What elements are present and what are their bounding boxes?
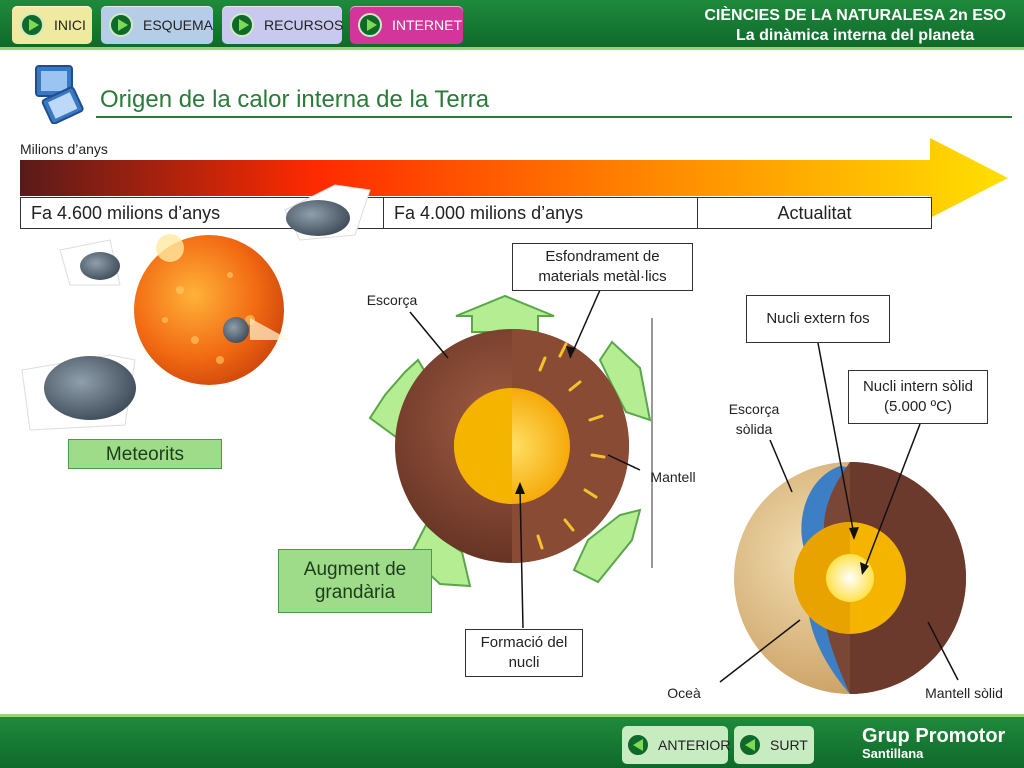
title-divider	[96, 116, 1012, 118]
augment-label: Augment de grandària	[278, 549, 432, 613]
back-arrow-icon	[626, 733, 650, 757]
timeline-unit-label: Milions d’anys	[20, 141, 108, 157]
surt-button[interactable]: SURT	[734, 726, 814, 764]
header-title: CIÈNCIES DE LA NATURALESA 2n ESO La dinà…	[704, 6, 1006, 46]
meteorite	[21, 354, 136, 431]
mantell-solid-label: Mantell sòlid	[925, 685, 1003, 701]
footer-bar: ANTERIOR SURT Grup Promotor Santillana	[0, 714, 1024, 768]
meteorite	[284, 184, 371, 241]
mantell-label: Mantell	[650, 469, 696, 485]
early-earth-illustration	[21, 184, 371, 431]
anterior-label: ANTERIOR	[658, 737, 731, 753]
play-icon	[358, 13, 382, 37]
anterior-button[interactable]: ANTERIOR	[622, 726, 731, 764]
present-earth-illustration	[734, 462, 966, 694]
nucli-extern-label: Nucli extern fos	[746, 295, 890, 343]
brand-line-2: Santillana	[862, 746, 924, 761]
meteorite	[59, 239, 121, 286]
play-icon	[230, 13, 254, 37]
timeline-stage-3: Actualitat	[697, 197, 932, 229]
escorca-solida-label: Escorça sòlida	[728, 401, 780, 437]
esquema-label: ESQUEMA	[143, 17, 214, 33]
ocea-label: Oceà	[667, 685, 701, 701]
meteorits-label: Meteorits	[68, 439, 222, 469]
page-title: Origen de la calor interna de la Terra	[100, 86, 490, 113]
esfondrament-label: Esfondrament de materials metàl·lics	[512, 243, 693, 291]
brand-line-1: Grup Promotor	[862, 725, 1006, 747]
escorca-label: Escorça	[366, 292, 418, 308]
internet-button[interactable]: INTERNET	[350, 6, 463, 44]
timeline-arrow	[20, 138, 1008, 218]
play-icon	[109, 13, 133, 37]
internet-label: INTERNET	[392, 17, 462, 33]
recursos-label: RECURSOS	[264, 17, 344, 33]
recursos-button[interactable]: RECURSOS	[222, 6, 344, 44]
proto-earth-illustration	[368, 294, 653, 588]
nucli-intern-label: Nucli intern sòlid (5.000 ºC)	[848, 370, 988, 424]
inici-label: INICI	[54, 17, 86, 33]
brand-logo: Grup Promotor Santillana	[862, 725, 1006, 763]
formacio-label: Formació del nucli	[465, 629, 583, 677]
screen-icon	[35, 65, 84, 124]
esquema-button[interactable]: ESQUEMA	[101, 6, 213, 44]
unit-title: La dinàmica interna del planeta	[736, 27, 975, 44]
subject-title: CIÈNCIES DE LA NATURALESA 2n ESO	[704, 7, 1006, 24]
leader-lines	[409, 289, 959, 683]
surt-label: SURT	[770, 737, 808, 753]
top-bar: INICI ESQUEMA RECURSOS INTERNET CIÈNCIES…	[0, 0, 1024, 50]
inici-button[interactable]: INICI	[12, 6, 92, 44]
timeline-stage-2: Fa 4.000 milions d’anys	[383, 197, 698, 229]
back-arrow-icon	[738, 733, 762, 757]
play-icon	[20, 13, 44, 37]
